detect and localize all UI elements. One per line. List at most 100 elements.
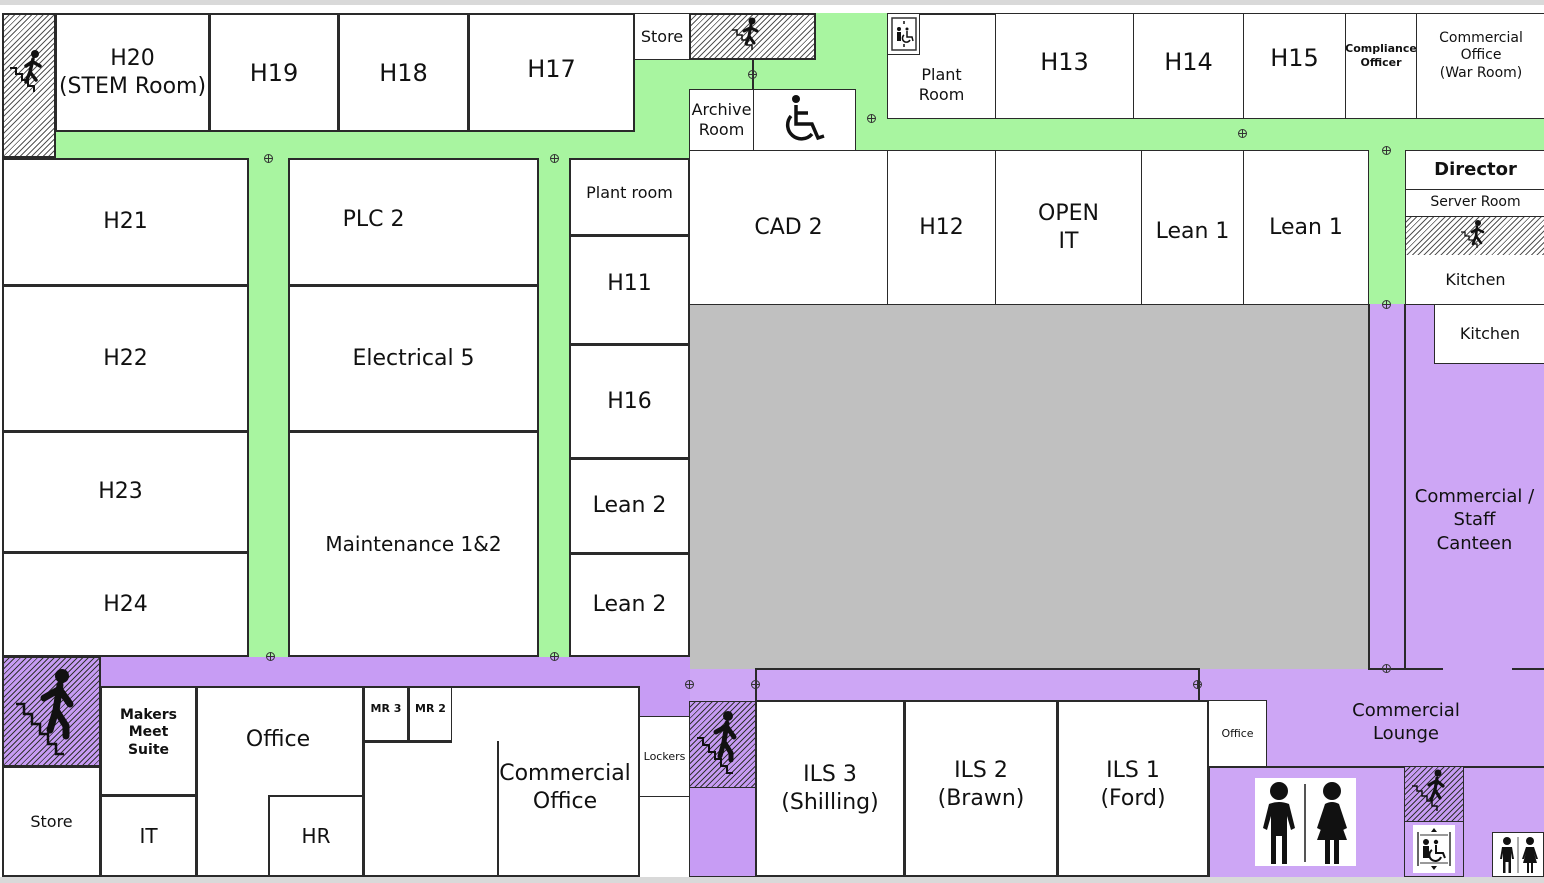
stair-base-border: [689, 787, 756, 877]
room-ils3[interactable]: ILS 3 (Shilling): [755, 700, 905, 877]
corridor-node: [1193, 680, 1202, 689]
room-h21[interactable]: H21: [2, 158, 249, 286]
room-commercial-office[interactable]: Commercial Office: [452, 686, 640, 877]
room-h18[interactable]: H18: [338, 13, 469, 132]
wall-segment: [497, 741, 499, 877]
room-h14[interactable]: H14: [1133, 13, 1244, 119]
toilets-icon: [1255, 778, 1356, 866]
room-ils2[interactable]: ILS 2 (Brawn): [904, 700, 1058, 877]
room-label: Kitchen: [1459, 324, 1521, 343]
room-commercial-lounge[interactable]: Commercial Lounge: [1352, 699, 1460, 744]
corridor-node: [266, 652, 275, 661]
room-label: Director: [1434, 158, 1517, 180]
accessible-toilet[interactable]: [753, 89, 856, 151]
room-h13[interactable]: H13: [995, 13, 1134, 119]
corridor-vertical-2: [538, 158, 570, 657]
room-label: H19: [249, 58, 299, 87]
stairs-icon: [730, 16, 766, 56]
room-store-top[interactable]: Store: [634, 13, 690, 60]
room-server[interactable]: Server Room: [1405, 189, 1544, 217]
corridor-top-left: [55, 131, 690, 159]
room-lockers[interactable]: Lockers: [639, 716, 690, 797]
room-maintenance[interactable]: Maintenance 1&2: [288, 431, 539, 657]
corridor-bottom-left: [100, 657, 690, 687]
corridor-node: [867, 114, 876, 123]
room-store-bottom[interactable]: Store: [2, 766, 101, 877]
room-commercial-war-room[interactable]: Commercial Office (War Room): [1416, 13, 1544, 119]
room-label: H24: [103, 591, 148, 617]
room-h22[interactable]: H22: [2, 285, 249, 432]
corridor-bottom-left-ext: [638, 657, 690, 717]
room-label: Kitchen: [1445, 269, 1506, 289]
room-h11[interactable]: H11: [569, 235, 690, 345]
corridor-node: [751, 680, 760, 689]
room-label: Commercial Office (War Room): [1439, 29, 1523, 81]
room-cad2[interactable]: CAD 2: [689, 150, 888, 305]
corridor-top-right: [855, 118, 1544, 151]
room-kitchen-a[interactable]: Kitchen: [1405, 255, 1544, 305]
corridor-top-connector: [634, 59, 690, 159]
room-it[interactable]: IT: [100, 795, 197, 877]
room-open-it[interactable]: OPEN IT: [995, 150, 1142, 305]
wall-corridor-left: [1368, 304, 1370, 668]
room-lean1-a[interactable]: Lean 1: [1141, 150, 1244, 305]
room-label: H16: [607, 388, 652, 414]
stairs-icon: [1460, 218, 1490, 254]
room-plant-top[interactable]: Plant Room: [887, 13, 996, 119]
room-lean2-b[interactable]: Lean 2: [569, 553, 690, 657]
room-compliance-officer[interactable]: Compliance Officer: [1345, 13, 1417, 119]
room-label: H21: [103, 209, 148, 235]
room-label: H23: [98, 479, 143, 505]
wall-canteen-left: [1404, 304, 1406, 668]
room-label: Plant Room: [918, 64, 965, 104]
room-label: Store: [640, 26, 684, 46]
room-h16[interactable]: H16: [569, 344, 690, 459]
corridor-node: [550, 154, 559, 163]
corridor-node: [1382, 664, 1391, 673]
accessible-lift-icon: [890, 17, 917, 51]
room-h12[interactable]: H12: [887, 150, 996, 305]
stairs-icon: [8, 664, 92, 760]
room-electrical5[interactable]: Electrical 5: [288, 285, 539, 432]
room-h19[interactable]: H19: [209, 13, 339, 132]
room-label: H13: [1040, 48, 1089, 76]
corridor-vertical-1: [248, 158, 289, 657]
room-director[interactable]: Director: [1405, 150, 1544, 190]
room-lean1-b[interactable]: Lean 1: [1243, 150, 1369, 305]
room-label: Lean 2: [592, 592, 667, 618]
room-kitchen-b[interactable]: Kitchen: [1434, 304, 1544, 364]
courtyard: [690, 304, 1368, 669]
room-archive[interactable]: Archive Room: [689, 89, 754, 151]
room-plc2[interactable]: PLC 2: [288, 158, 539, 286]
room-label: OPEN IT: [1038, 201, 1099, 254]
room-hr[interactable]: HR: [268, 795, 364, 877]
room-label: ILS 1 (Ford): [1100, 758, 1166, 811]
room-label: Compliance Officer: [1345, 42, 1417, 69]
room-label: IT: [139, 823, 158, 848]
accessible-lift-top-overlay[interactable]: [887, 13, 920, 55]
room-h15[interactable]: H15: [1243, 13, 1346, 119]
room-ils1[interactable]: ILS 1 (Ford): [1057, 700, 1209, 877]
room-h23[interactable]: H23: [2, 431, 249, 553]
stairwell-right: [1405, 216, 1544, 256]
room-label: HR: [301, 823, 331, 848]
wall-segment: [1208, 766, 1210, 877]
room-h20[interactable]: H20 (STEM Room): [55, 13, 210, 132]
room-plant-mid[interactable]: Plant room: [569, 158, 690, 236]
room-lean2-a[interactable]: Lean 2: [569, 458, 690, 554]
room-mr3[interactable]: MR 3: [363, 686, 409, 742]
room-h24[interactable]: H24: [2, 552, 249, 657]
wall-lounge-top: [756, 668, 1200, 670]
room-label: H18: [379, 58, 428, 87]
room-office-small[interactable]: Office: [1208, 700, 1267, 767]
room-canteen[interactable]: Commercial / Staff Canteen: [1414, 485, 1535, 554]
room-mr2[interactable]: MR 2: [408, 686, 453, 742]
wall-canteen-bottom-b: [1512, 668, 1544, 670]
room-label: H11: [607, 271, 652, 297]
stairs-icon: [1410, 768, 1456, 818]
accessible-lift-bottom[interactable]: [1404, 821, 1464, 877]
room-label: Lean 1: [1155, 218, 1230, 244]
room-h17[interactable]: H17: [468, 13, 635, 132]
room-label: H14: [1164, 48, 1213, 76]
room-makers-meet[interactable]: Makers Meet Suite: [100, 686, 197, 796]
